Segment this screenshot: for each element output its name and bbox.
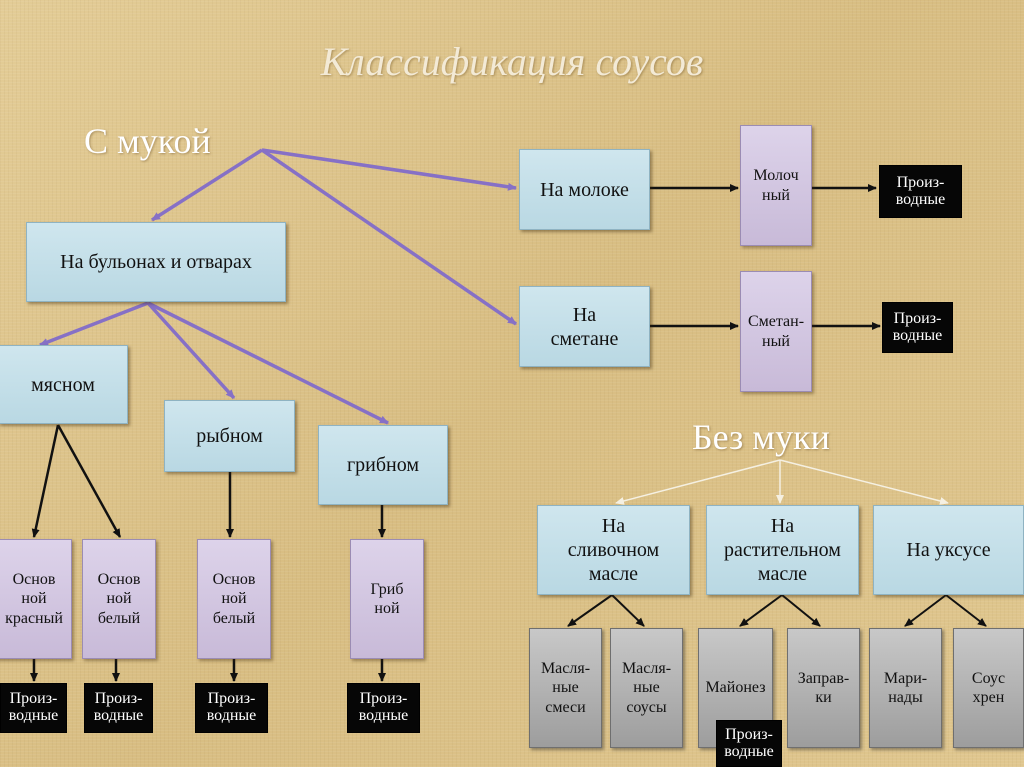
meat-white-derivative-box: Произ- водные [84,683,153,733]
arrow-without-flour-to-butter [615,459,781,505]
arrow-vegoil-to-mayonnaise [739,594,783,627]
vinegar-box: На уксусе [873,505,1024,595]
mushroom-derivative-box: Произ- водные [347,683,420,733]
sour-cream-sauce-box: Сметан- ный [740,271,812,392]
arrow-butter-to-mixes [567,594,613,627]
mayonnaise-derivative-box: Произ- водные [716,720,782,767]
dressings-box: Заправ- ки [787,628,860,748]
arrow-broths-to-meat [39,301,149,347]
mushroom-box: грибном [318,425,448,505]
broths-box: На бульонах и отварах [26,222,286,302]
dairy-sauce-box: Молоч ный [740,125,812,246]
without-flour-heading: Без муки [692,417,830,457]
meat-red-derivative-box: Произ- водные [0,683,67,733]
arrow-broths-to-mushroom [147,301,389,425]
arrow-meat-to-white [56,424,122,538]
marinades-box: Мари- нады [869,628,942,748]
meat-white-sauce-box: Основ ной белый [82,539,156,659]
arrow-with-flour-to-broths [151,148,263,222]
arrow-with-flour-to-sour-cream [261,148,517,326]
mushroom-sauce-box: Гриб ной [350,539,424,659]
arrow-without-flour-to-vinegar [779,459,949,505]
arrow-vegoil-to-dressings [781,594,821,627]
fish-white-derivative-box: Произ- водные [195,683,268,733]
butter-sauces-box: Масля- ные соусы [610,628,683,748]
horseradish-box: Соус хрен [953,628,1024,748]
arrow-vinegar-to-marinades [904,594,947,627]
diagram-title: Классификация соусов [320,39,704,84]
with-flour-heading: С мукой [84,121,211,161]
sour-cream-derivative-box: Произ- водные [882,302,953,353]
meat-red-sauce-box: Основ ной красный [0,539,72,659]
meat-box: мясном [0,345,128,424]
milk-box: На молоке [519,149,650,230]
arrow-meat-to-red [31,424,60,538]
butter-mixes-box: Масля- ные смеси [529,628,602,748]
fish-white-sauce-box: Основ ной белый [197,539,271,659]
fish-box: рыбном [164,400,295,472]
sour-cream-box: На сметане [519,286,650,367]
arrow-butter-to-sauces [611,594,645,627]
arrow-with-flour-to-milk [261,148,517,191]
arrow-broths-to-fish [146,301,236,400]
vegetable-oil-box: На растительном масле [706,505,859,595]
milk-derivative-box: Произ- водные [879,165,962,218]
butter-box: На сливочном масле [537,505,690,595]
arrow-vinegar-to-horseradish [945,594,987,627]
